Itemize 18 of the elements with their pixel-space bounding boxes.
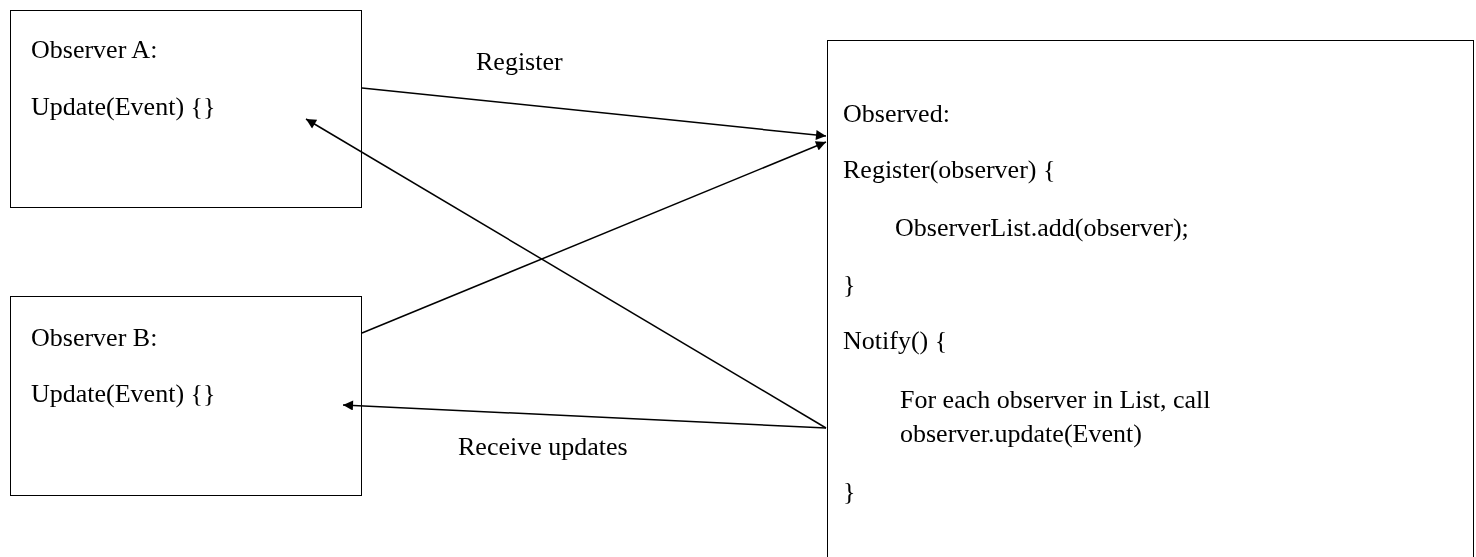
code-line: For each observer in List, call observer.update(Event) [900,384,1212,450]
class-box [827,40,1474,557]
code-line: Update(Event) {} [31,378,216,410]
code-line: } [843,269,856,301]
class-box [10,10,362,208]
arrow [305,118,827,429]
arrow [361,87,827,140]
code-line: Register(observer) { [843,154,1056,186]
arrow [342,400,827,429]
box-heading: Observer B: [31,322,158,354]
box-heading: Observed: [843,98,950,130]
class-box [10,296,362,496]
code-line: } [843,476,856,508]
code-line: ObserverList.add(observer); [895,212,1189,244]
code-line: Notify() { [843,325,948,357]
code-line: Update(Event) {} [31,91,216,123]
arrow [361,141,827,334]
box-heading: Observer A: [31,34,158,66]
